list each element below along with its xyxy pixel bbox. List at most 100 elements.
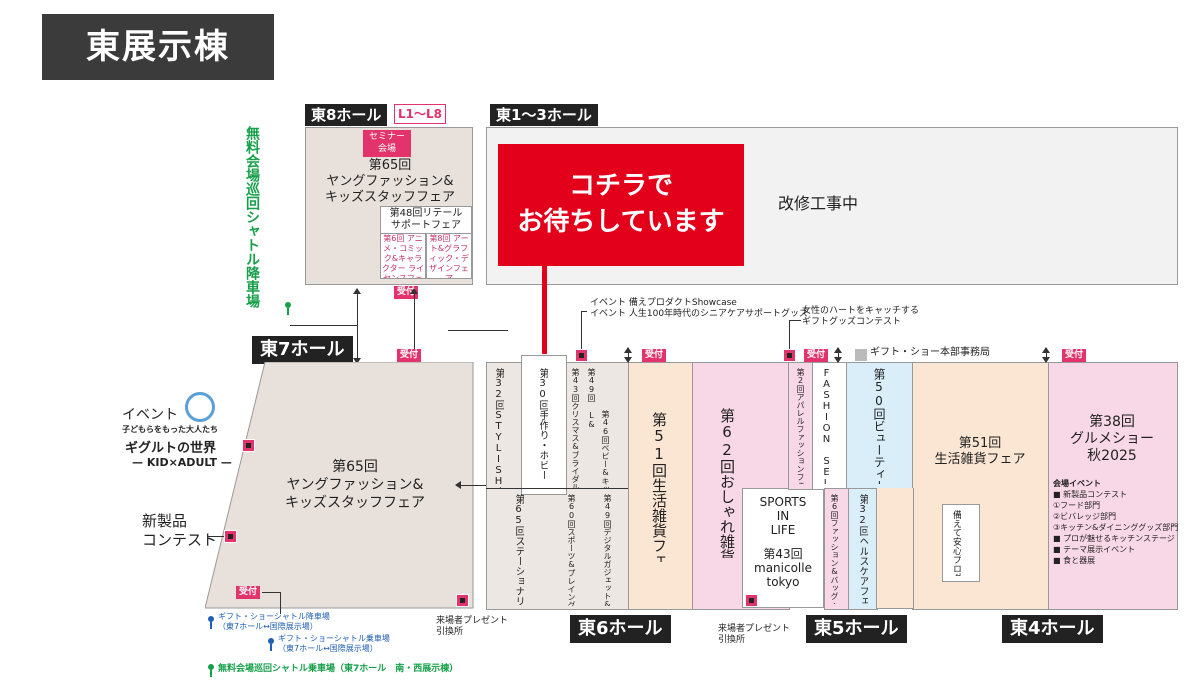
booth-paper[interactable]: 第65回ステーショナリー&ペーパーグッズフェア bbox=[512, 494, 524, 606]
hall-area-e7[interactable] bbox=[205, 362, 475, 610]
gift-exchange-e5: 来場者プレゼント 引換所 bbox=[718, 624, 790, 646]
event-sub: 子どもらをもった大人たち bbox=[122, 425, 218, 434]
gift-shuttle-drop-line1: ギフト・ショーシャトル降車場 bbox=[218, 612, 330, 621]
e8-fair-name: 第65回 ヤングファッション& キッズスタッフフェア bbox=[310, 158, 470, 206]
shuttle-drop-pin-icon bbox=[285, 302, 291, 315]
new-products-leader bbox=[208, 536, 224, 537]
booth-lifestyle-e6[interactable] bbox=[628, 362, 694, 610]
women-line2: ギフトグッズコンテスト bbox=[802, 317, 902, 327]
new-products-contest: 新製品 コンテスト bbox=[142, 512, 217, 550]
reception-badge-e7-bottom: 受付 bbox=[236, 586, 261, 599]
booth-sonae-label: 備えて安心プロダクトゾーン bbox=[951, 510, 961, 576]
sports-line1: SPORTS bbox=[759, 495, 807, 509]
showcase-annotation: イベント 備えプロダクトShowcase イベント 人生100年時代のシニアケア… bbox=[590, 298, 808, 320]
hall-label-e5: 東5ホール bbox=[806, 615, 907, 643]
gourmet-event-item: 会場イベント bbox=[1053, 479, 1101, 488]
arrow-e4-top-icon bbox=[1042, 347, 1050, 363]
gourmet-event-item: ①フード部門 bbox=[1053, 501, 1101, 510]
gourmet-title: 第38回 グルメショー 秋2025 bbox=[1050, 414, 1174, 465]
callout-line2: お待ちしています bbox=[517, 207, 725, 237]
booth-kitchen[interactable]: 第49回 L&W・ア・ Petsかわいい生活 bbox=[586, 368, 596, 428]
arrow-e5-top-icon bbox=[834, 347, 842, 363]
booth-fashion2[interactable] bbox=[824, 488, 850, 610]
gift-shuttle-board-pin-icon bbox=[268, 638, 274, 651]
showcase-leader-h bbox=[581, 311, 587, 312]
gift-shuttle-board-line2: （東7ホール↔国際展示場） bbox=[278, 644, 378, 653]
booth-lifestyle-e4-label: 第51回 生活雑貨フェア bbox=[914, 436, 1046, 468]
gift-exchange-e5-line1: 来場者プレゼント bbox=[718, 624, 791, 634]
retail-line2: サポートフェア bbox=[391, 220, 461, 231]
gift-exchange-marker-e5-icon[interactable] bbox=[745, 594, 758, 607]
showcase-line2: イベント 人生100年時代のシニアケアサポートグッズ bbox=[590, 309, 809, 319]
event-kid-adult: — KID×ADULT — bbox=[132, 456, 232, 469]
connector-line-2 bbox=[448, 330, 508, 331]
sports-line2: IN bbox=[776, 509, 790, 523]
new-products-marker-icon[interactable] bbox=[224, 530, 237, 543]
seminar-label-1: セミナー bbox=[368, 132, 405, 142]
booth-sports-in-life[interactable]: SPORTS IN LIFE 第43回 manicolle tokyo bbox=[742, 488, 824, 608]
e7-fair-line1: 第65回 bbox=[332, 459, 378, 475]
anime-license-booth[interactable]: 第6回 アニメ・コミック&キャラクター ライセンスフェア bbox=[380, 233, 426, 279]
e7-fair-name: 第65回 ヤングファッション& キッズスタッフフェア bbox=[270, 458, 440, 512]
gourmet-line2: グルメショー bbox=[1070, 431, 1154, 447]
gourmet-event-item: ②ビバレッジ部門 bbox=[1053, 512, 1117, 521]
gift-shuttle-drop-line2: （東7ホール↔国際展示場） bbox=[218, 622, 318, 631]
women-leader-v bbox=[789, 320, 790, 349]
arrow-e8-e7-icon bbox=[353, 288, 361, 364]
booth-oshare-label: 第62回おしゃれ雑貨&レザーグッズフェア bbox=[718, 408, 736, 558]
gift-shuttle-drop-pin-icon bbox=[208, 616, 214, 629]
gourmet-line3: 秋2025 bbox=[1087, 448, 1137, 464]
booth-stationery[interactable]: 第32回STYLISH文具フェア bbox=[493, 368, 504, 488]
booth-hobby[interactable] bbox=[521, 355, 567, 495]
booth-digital[interactable]: 第49回デジタルガジェット&デバイスフェア bbox=[603, 494, 612, 606]
reception-badge-e6: 受付 bbox=[642, 349, 667, 362]
arrow-e6-top-icon bbox=[624, 347, 632, 363]
booth-baby[interactable]: 第46回ベビー&キッズフェア bbox=[601, 410, 610, 488]
showcase-marker-icon[interactable] bbox=[575, 349, 588, 362]
event-location-marker-icon[interactable] bbox=[242, 439, 255, 452]
booth-sports-play[interactable]: 第60回スポーツ&プレイングッズフェア bbox=[567, 494, 576, 606]
retail-support-booth[interactable]: 第48回リテール サポートフェア bbox=[380, 206, 472, 235]
booth-fashion-select[interactable] bbox=[812, 362, 848, 490]
booth-fashion-select-label: FASHION SELECT 産地ブランドの服飾 bbox=[820, 368, 832, 484]
booth-health-label: 第32回ヘルスケアフェア bbox=[857, 494, 868, 604]
event-label: イベント bbox=[122, 407, 178, 423]
women-contest-marker-icon[interactable] bbox=[783, 349, 796, 362]
booth-bridal[interactable]: 第43回クリスマス&ブライダル bbox=[571, 368, 580, 488]
gift-shuttle-board-line1: ギフト・ショーシャトル乗車場 bbox=[278, 634, 390, 643]
booth-fashion2-label: 第6回ファッション&バッグ・シューズフェア bbox=[830, 494, 839, 604]
hall-label-e7: 東7ホール bbox=[252, 336, 353, 364]
booth-apparel[interactable] bbox=[788, 362, 814, 490]
meeting-point-callout: コチラで お待ちしています bbox=[498, 144, 744, 266]
manicolle-line1: 第43回 bbox=[763, 547, 803, 561]
booth-lifestyle-e4-ext[interactable] bbox=[876, 488, 914, 609]
hall-label-e6: 東6ホール bbox=[570, 615, 671, 643]
new-products-line1: 新製品 bbox=[142, 512, 188, 530]
gourmet-event-item: ③キッチン&ダイニンググッズ部門 bbox=[1053, 523, 1179, 532]
seminar-room[interactable]: セミナー 会場 bbox=[363, 130, 411, 157]
gourmet-event-item: ■ テーマ展示イベント bbox=[1053, 545, 1136, 554]
art-graphic-booth[interactable]: 第8回 アート&グラフィック・デザインフェア bbox=[426, 233, 472, 279]
gift-exchange-e6-line2: 引換所 bbox=[436, 627, 464, 637]
lifestyle-e4-line2: 生活雑貨フェア bbox=[934, 452, 1026, 467]
manicolle-line3: tokyo bbox=[766, 575, 800, 589]
booth-lifestyle-e4[interactable] bbox=[912, 362, 1050, 610]
booth-lifestyle-e6-label: 第51回生活雑貨フェア bbox=[650, 412, 668, 562]
gift-exchange-marker-e6-icon[interactable] bbox=[456, 594, 469, 607]
e8-fair-line3: キッズスタッフフェア bbox=[324, 190, 455, 205]
gift-shuttle-drop: ギフト・ショーシャトル降車場 （東7ホール↔国際展示場） bbox=[218, 612, 330, 632]
shuttle-drop-label: 無料会場巡回シャトル降車場（東8ホール↔南・西展示棟） bbox=[244, 126, 260, 312]
gourmet-events-list: 会場イベント ■ 新製品コンテスト ①フード部門 ②ビバレッジ部門 ③キッチン&ダイニン… bbox=[1053, 478, 1178, 566]
booth-health[interactable] bbox=[848, 488, 878, 610]
hq-annotation: ギフト・ショー本部事務局 bbox=[870, 347, 990, 358]
new-products-line2: コンテスト bbox=[142, 531, 218, 549]
e6-divider bbox=[486, 488, 628, 489]
hall-label-e13: 東1〜3ホール bbox=[490, 104, 598, 126]
reception-leader-v bbox=[280, 592, 281, 614]
booth-sonae[interactable] bbox=[942, 504, 980, 582]
gourmet-event-item: ■ 新製品コンテスト bbox=[1053, 490, 1128, 499]
manicolle-line2: manicolle bbox=[754, 561, 812, 575]
e7-fair-line3: キッズスタッフフェア bbox=[285, 495, 425, 511]
renovation-notice: 改修工事中 bbox=[778, 194, 859, 213]
booth-gourmet[interactable] bbox=[1048, 362, 1178, 610]
